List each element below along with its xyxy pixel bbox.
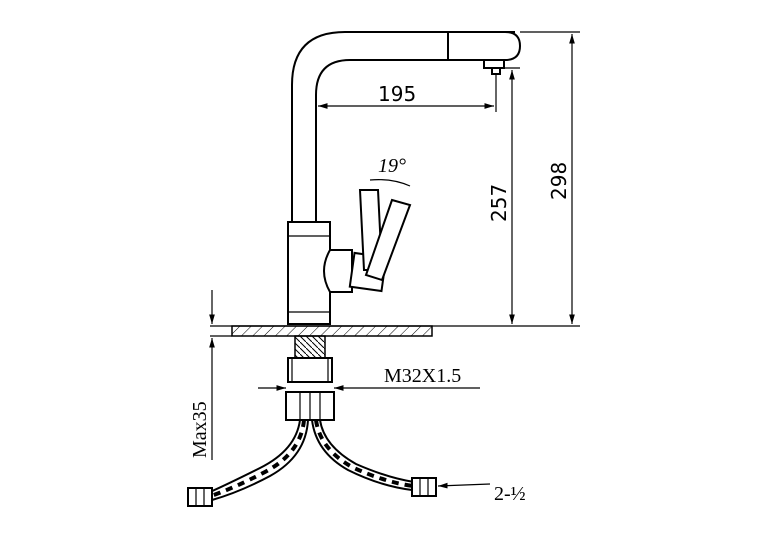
dimension-spout-height: 257	[487, 67, 520, 324]
dimension-spout-reach: 195	[315, 74, 497, 112]
threaded-shank	[285, 335, 335, 421]
thread-label: M32X1.5	[384, 365, 461, 387]
dimension-hose-connection: 2-½	[437, 482, 526, 505]
faucet-handle	[348, 179, 412, 293]
counter-top	[210, 325, 520, 337]
spout-height-label: 257	[487, 184, 511, 222]
hose-connection-label: 2-½	[494, 483, 526, 505]
total-height-label: 298	[547, 162, 571, 200]
dimension-total-height: 298	[520, 31, 580, 327]
flexible-hoses	[187, 419, 437, 507]
handle-angle-label: 19°	[378, 155, 406, 177]
spout-reach-label: 195	[378, 82, 416, 106]
dimension-handle-angle: 19°	[378, 155, 406, 177]
faucet-spout	[291, 31, 522, 222]
max-thickness-label: Max35	[189, 401, 211, 458]
faucet-body	[287, 221, 353, 325]
dimension-max-thickness: Max35	[189, 290, 215, 460]
dimension-thread: M32X1.5	[258, 365, 480, 391]
